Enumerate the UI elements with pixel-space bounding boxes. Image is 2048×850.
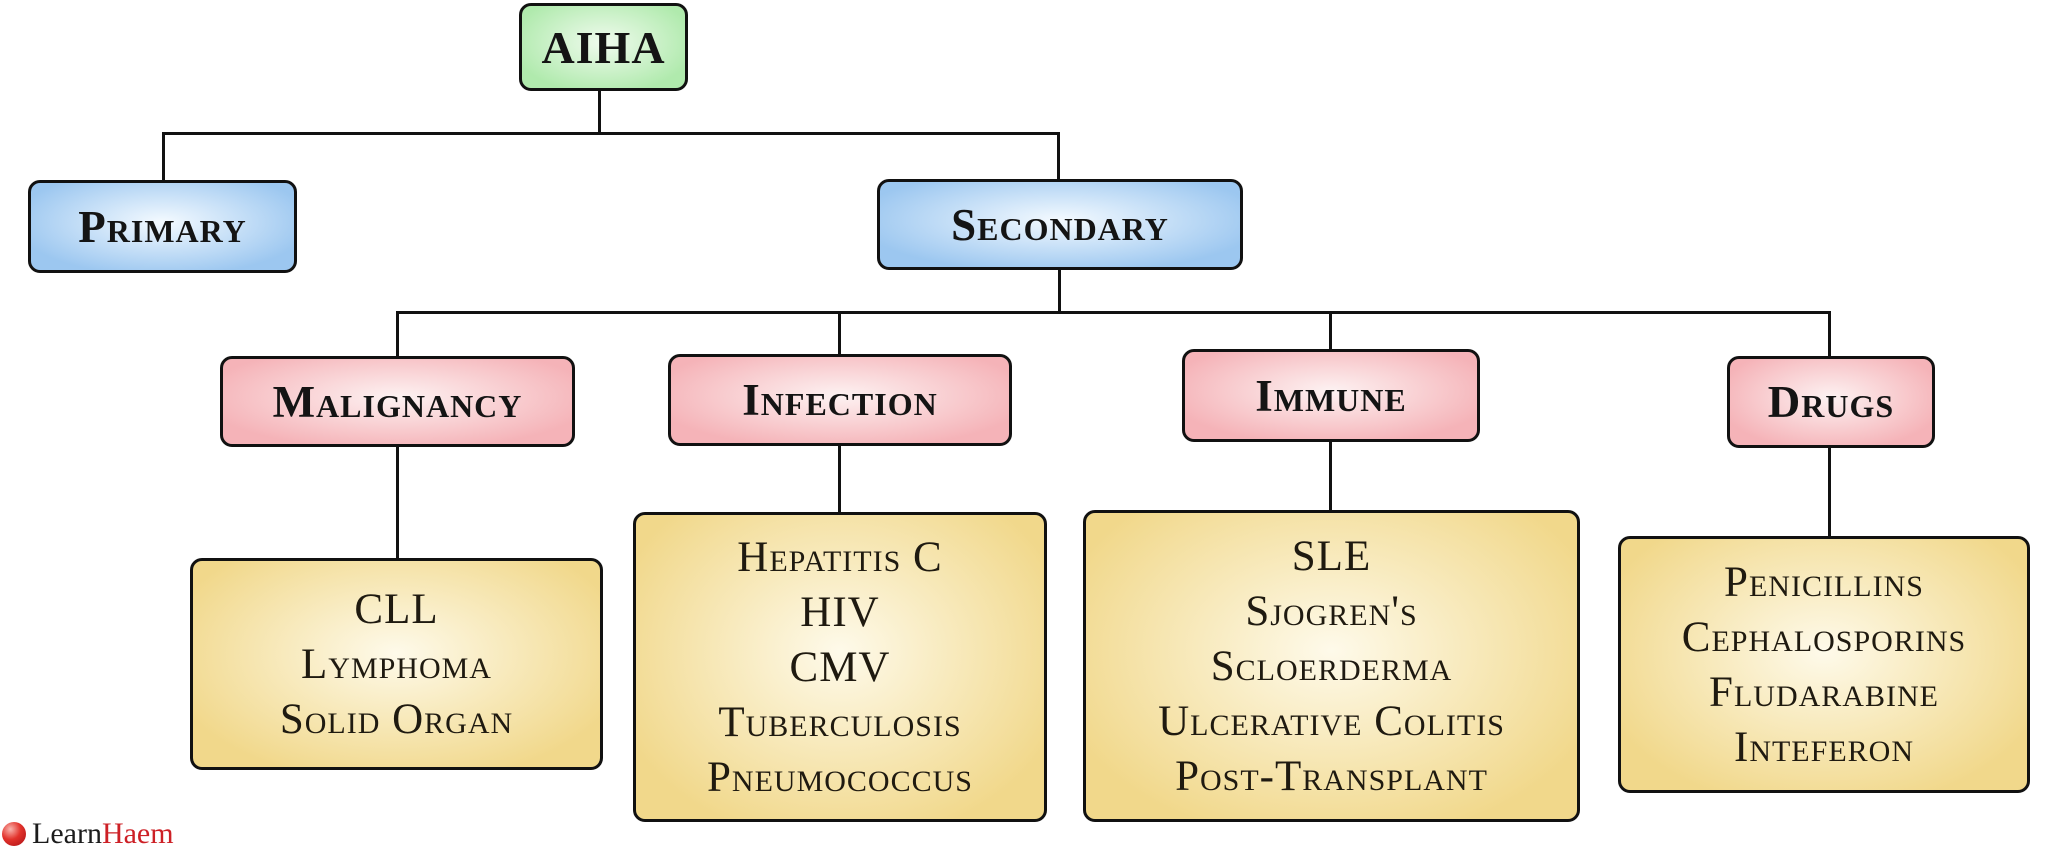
connector-malignancy-leaf-link	[396, 447, 399, 558]
connector-drugs-leaf-link	[1828, 448, 1831, 536]
leaf-item: Ulcerative Colitis	[1158, 697, 1505, 745]
leaf-item: Scloerderma	[1210, 642, 1453, 690]
leaf-item: Inteferon	[1734, 723, 1914, 771]
leaf-item: SLE	[1291, 532, 1372, 580]
leaf-item: CMV	[789, 643, 891, 691]
leaf-immune: SLE Sjogren's Scloerderma Ulcerative Col…	[1083, 510, 1580, 822]
connector-infection-drop	[838, 311, 841, 354]
connector-infection-leaf-link	[838, 446, 841, 512]
leaf-item: Solid Organ	[279, 695, 514, 743]
leaf-item: Post-Transplant	[1175, 752, 1488, 800]
node-infection: Infection	[668, 354, 1012, 446]
leaf-item: Pneumococcus	[707, 753, 973, 801]
node-infection-label: Infection	[742, 375, 938, 425]
brand-logo: LearnHaem	[2, 817, 174, 850]
node-drugs-label: Drugs	[1767, 377, 1895, 427]
leaf-item: CLL	[354, 585, 439, 633]
logo-sphere-icon	[2, 822, 26, 846]
connector-secondary-drop	[1057, 132, 1060, 179]
node-malignancy: Malignancy	[220, 356, 575, 447]
node-malignancy-label: Malignancy	[272, 376, 523, 427]
leaf-item: HIV	[800, 588, 880, 636]
leaf-item: Fludarabine	[1709, 668, 1939, 716]
connector-malignancy-drop	[396, 311, 399, 356]
leaf-item: Tuberculosis	[718, 698, 962, 746]
connector-root-riser	[598, 91, 601, 135]
leaf-item: Lymphoma	[301, 640, 492, 688]
node-primary-label: Primary	[78, 201, 247, 252]
connector-primary-drop	[162, 132, 165, 180]
leaf-malignancy: CLL Lymphoma Solid Organ	[190, 558, 603, 770]
leaf-drugs: Penicillins Cephalosporins Fludarabine I…	[1618, 536, 2030, 793]
leaf-item: Hepatitis C	[737, 533, 943, 581]
leaf-item: Sjogren's	[1245, 587, 1418, 635]
node-primary: Primary	[28, 180, 297, 273]
node-aiha: AIHA	[519, 3, 688, 91]
connector-immune-drop	[1329, 311, 1332, 349]
leaf-item: Penicillins	[1724, 558, 1924, 606]
logo-text-haem: Haem	[101, 817, 174, 850]
node-aiha-label: AIHA	[541, 21, 666, 73]
node-secondary: Secondary	[877, 179, 1243, 270]
leaf-item: Cephalosporins	[1681, 613, 1967, 661]
connector-immune-leaf-link	[1329, 442, 1332, 510]
node-immune-label: Immune	[1255, 370, 1407, 421]
connector-level2-horizontal	[396, 311, 1831, 314]
connector-drugs-drop	[1828, 311, 1831, 356]
connector-level1-horizontal	[162, 132, 1060, 135]
node-immune: Immune	[1182, 349, 1480, 442]
connector-secondary-riser	[1058, 270, 1061, 314]
logo-text-learn: Learn	[32, 817, 102, 850]
node-secondary-label: Secondary	[951, 199, 1169, 250]
node-drugs: Drugs	[1727, 356, 1935, 448]
leaf-infection: Hepatitis C HIV CMV Tuberculosis Pneumoc…	[633, 512, 1047, 822]
